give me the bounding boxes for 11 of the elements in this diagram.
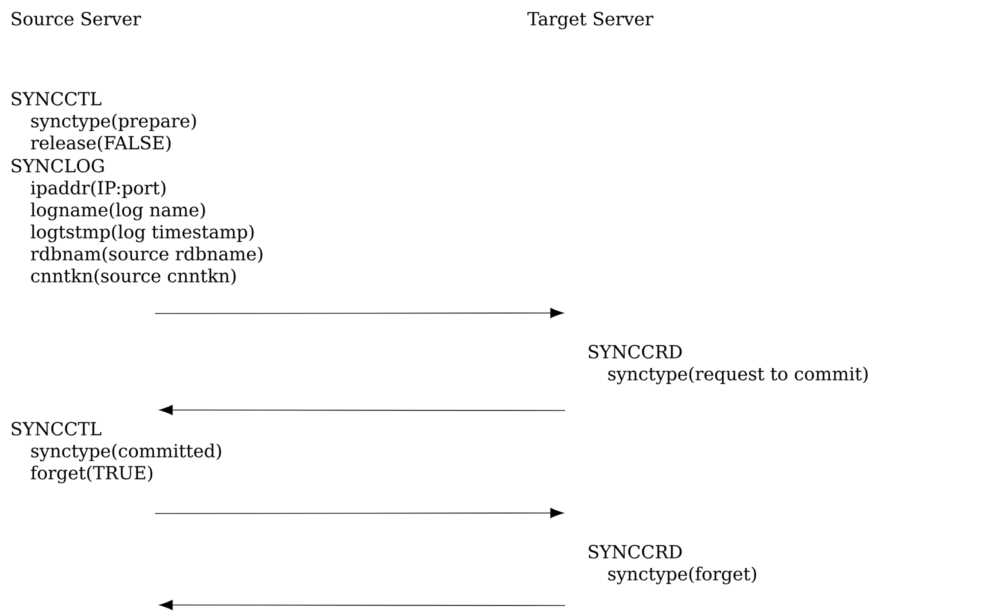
message-text: SYNCCRD synctype(forget)	[588, 544, 756, 584]
arrow	[159, 600, 566, 610]
message-text: SYNCCTL synctype(committed) forget(TRUE)	[12, 422, 221, 484]
arrow	[159, 404, 566, 416]
arrow	[154, 308, 564, 318]
column-header: Target Server	[527, 12, 654, 30]
message-text: SYNCCRD synctype(request to commit)	[588, 344, 868, 384]
message-text: SYNCLOG ipaddr(IP:port) logname(log name) logtstmp(log timestamp) rdbnam(source rdbname) cnntkn(source cnntkn)	[12, 158, 262, 286]
arrow	[154, 508, 564, 518]
message-text: SYNCCTL synctype(prepare) release(FALSE)	[12, 92, 196, 152]
column-header: Source Server	[12, 12, 142, 26]
